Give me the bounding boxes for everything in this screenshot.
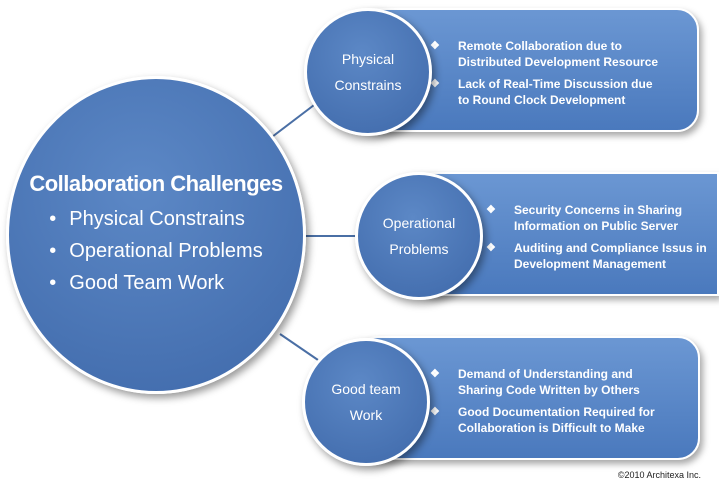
connector-goodteam <box>279 333 319 361</box>
bullet-item: ❖ Demand of Understanding and Sharing Co… <box>430 367 640 397</box>
bullet-list-goodteam: ❖ Demand of Understanding and Sharing Co… <box>430 366 696 442</box>
bullet-item: ❖ Auditing and Compliance Issus in Devel… <box>486 241 707 271</box>
bullet-item: ❖ Remote Collaboration due to Distribute… <box>430 39 659 69</box>
bullet-item: ❖ Good Documentation Required for Collab… <box>430 405 655 435</box>
main-list-item: •Physical Constrains <box>49 208 245 230</box>
diamond-bullet-icon: ❖ <box>430 40 440 52</box>
branch-circle-physical: Physical Constrains <box>304 8 432 136</box>
main-list-item: •Good Team Work <box>49 272 225 294</box>
bullet-list-operational: ❖ Security Concerns in Sharing Informati… <box>486 202 716 278</box>
diamond-bullet-icon: ❖ <box>486 204 496 216</box>
diamond-bullet-icon: ❖ <box>430 368 440 380</box>
bullet-item: ❖ Lack of Real-Time Discussion due to Ro… <box>430 77 653 107</box>
branch-circle-goodteam: Good team Work <box>302 338 430 466</box>
main-list-item: •Operational Problems <box>49 240 263 262</box>
diamond-bullet-icon: ❖ <box>430 78 440 90</box>
bullet-list-physical: ❖ Remote Collaboration due to Distribute… <box>430 38 695 114</box>
main-list: •Physical Constrains •Operational Proble… <box>49 203 262 299</box>
main-title: Collaboration Challenges <box>29 171 283 196</box>
branch-circle-operational: Operational Problems <box>355 172 483 300</box>
copyright-text: ©2010 Architexa Inc. <box>617 470 701 480</box>
main-circle: Collaboration Challenges •Physical Const… <box>6 76 306 394</box>
bullet-item: ❖ Security Concerns in Sharing Informati… <box>486 203 683 233</box>
diamond-bullet-icon: ❖ <box>486 242 496 254</box>
connector-physical <box>267 101 319 141</box>
diamond-bullet-icon: ❖ <box>430 406 440 418</box>
